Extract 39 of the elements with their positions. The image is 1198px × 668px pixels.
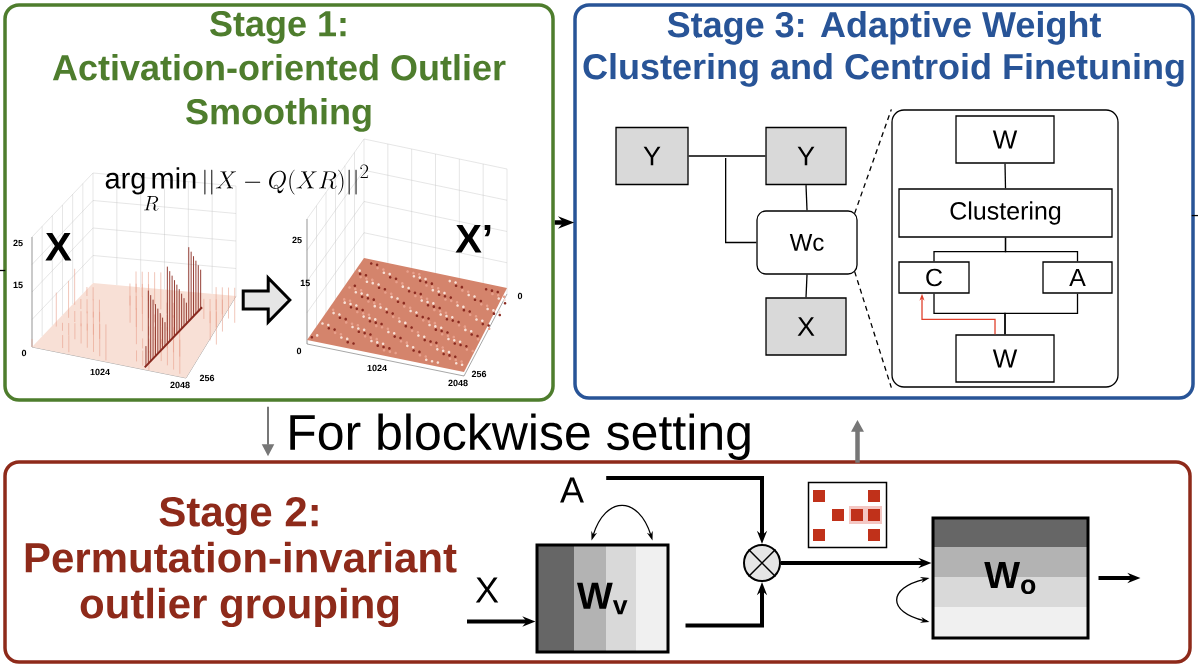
variable-box: Y	[615, 126, 689, 186]
matrix-box: A	[1042, 261, 1113, 294]
tick-label: 15	[13, 281, 23, 289]
process-box: Clustering	[898, 188, 1113, 238]
node-label: X	[45, 233, 72, 261]
tick-label: 25	[13, 239, 23, 247]
connector-line	[0, 269, 6, 272]
variable-box: Y	[765, 126, 847, 186]
connector-line	[805, 184, 808, 211]
weight-matrix: W$_{o}$	[931, 516, 1090, 640]
zoom-line	[854, 108, 892, 214]
tick-label: 256	[471, 370, 487, 378]
variable-label: X	[475, 577, 499, 603]
connector-line	[1191, 214, 1198, 217]
connector-line	[725, 157, 757, 244]
connector-line	[688, 155, 766, 157]
matrix-box: W	[955, 115, 1055, 164]
connector-line	[805, 274, 808, 298]
matrix-box: C	[898, 261, 970, 294]
connector-line	[1004, 293, 1079, 335]
node-label: X’	[455, 225, 491, 253]
weight-matrix: W$_{v}$	[535, 543, 670, 654]
variable-label: A	[560, 477, 584, 503]
connector-line	[1004, 237, 1079, 262]
matrix-box: W	[955, 334, 1055, 383]
tick-label: 1024	[90, 368, 110, 376]
formula: $\mathop{\arg\min}_{R} ||X - Q(XR)||^2$	[105, 164, 369, 211]
connector-line	[1004, 163, 1007, 189]
block-arrow	[241, 274, 292, 326]
edge-label: For blockwise setting	[290, 413, 750, 461]
tick-label: 0	[517, 292, 523, 300]
pattern-icon	[807, 481, 888, 549]
tick-label: 1024	[367, 364, 387, 372]
weight-box: Wc	[756, 210, 858, 275]
multiply-symbol	[743, 544, 781, 582]
tick-label: 15	[300, 279, 310, 287]
zoom-line	[854, 271, 892, 389]
tick-label: 256	[199, 374, 215, 382]
variable-box: X	[765, 297, 847, 356]
